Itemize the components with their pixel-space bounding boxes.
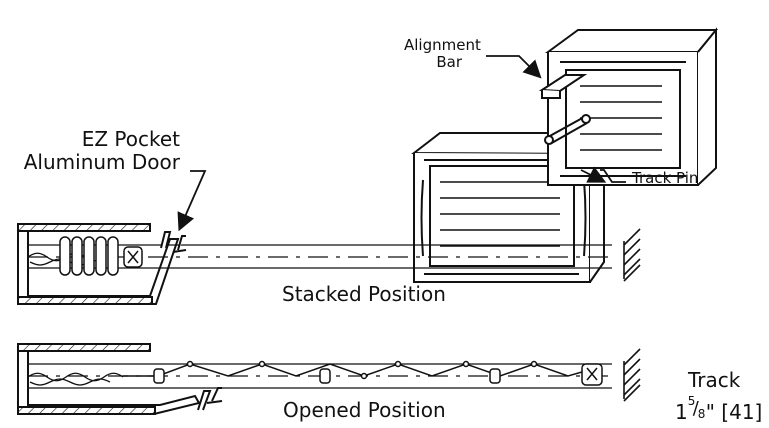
alignment-bar-callout xyxy=(486,55,542,79)
alignment-bar-label-line1: Alignment xyxy=(404,36,481,54)
ez-pocket-label: EZ Pocket Aluminum Door xyxy=(0,128,180,174)
track-pin-icon xyxy=(544,114,591,145)
ez-pocket-label-line2: Aluminum Door xyxy=(23,150,180,174)
alignment-bar-label-line2: Bar xyxy=(436,53,462,72)
open-rollers xyxy=(153,360,603,386)
wall-anchor-hatch-icon xyxy=(623,228,641,282)
track-size-denominator: 8 xyxy=(697,407,706,421)
track-assembly xyxy=(411,27,719,283)
door-handle-icon xyxy=(160,231,187,253)
track-profile-icon-upper xyxy=(544,27,719,186)
chain-links-icon xyxy=(27,372,124,386)
stacked-position-label: Stacked Position xyxy=(282,282,446,306)
track-pin-callout-arrow xyxy=(580,166,607,183)
wall-anchor-hatch-icon xyxy=(623,348,641,402)
track-size-fraction: 5/8 xyxy=(687,394,706,421)
callouts xyxy=(177,55,626,232)
alignment-bar-icon xyxy=(538,74,588,99)
ez-pocket-callout xyxy=(177,170,207,232)
stacked-rollers xyxy=(59,236,143,276)
door-handle-icon xyxy=(197,387,223,411)
ez-pocket-label-line1: EZ Pocket xyxy=(81,127,180,151)
track-size-inch: " xyxy=(705,400,715,424)
track-title-label: Track xyxy=(688,368,741,392)
opened-position-label: Opened Position xyxy=(283,398,446,422)
track-size-numerator: 5 xyxy=(687,394,696,408)
track-size-metric: [41] xyxy=(721,400,763,424)
alignment-bar-label: Alignment Bar xyxy=(404,36,481,72)
track-size-whole: 1 xyxy=(675,400,688,424)
track-pin-label: Track Pin xyxy=(632,169,699,187)
opened-position-assembly xyxy=(17,343,641,415)
stacked-position-assembly xyxy=(17,223,641,305)
track-profile-icon xyxy=(411,129,606,283)
